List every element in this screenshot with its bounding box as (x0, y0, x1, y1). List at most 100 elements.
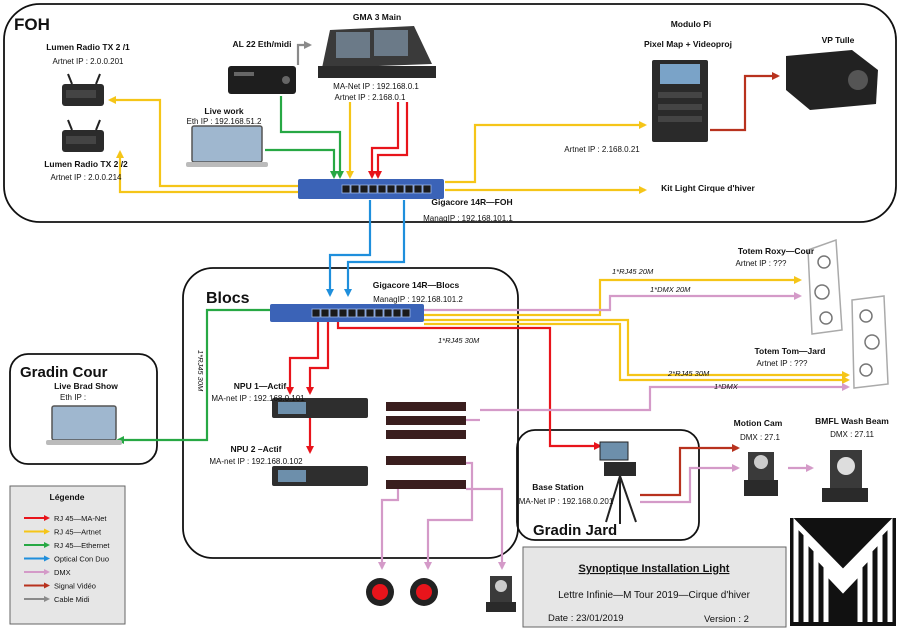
cable-dmx-roxy (424, 292, 802, 312)
cable-dmx-fix3 (466, 487, 506, 570)
fixture-1-icon (366, 578, 394, 606)
cable-dmx-motioncam (640, 464, 740, 504)
al22-interface-icon (228, 66, 296, 94)
zone-foh-label: FOH (14, 15, 50, 34)
vp-projector-icon (786, 50, 878, 110)
zone-foh (3, 3, 897, 223)
bmfl-fixture-icon (822, 450, 868, 502)
zone-gradin-cour-label: Gradin Cour (20, 364, 108, 381)
switch-port (377, 184, 387, 194)
motion-cam-fixture-icon (744, 452, 778, 496)
cable-video-vp (710, 72, 780, 132)
cable-artnet-modulo (445, 121, 647, 184)
switch-port (338, 308, 348, 318)
zone-gradin-jard-label: Gradin Jard (533, 522, 617, 539)
modulo-ip: Artnet IP : 2.168.0.21 (564, 145, 640, 154)
switch-port (374, 308, 384, 318)
modulo-sub: Pixel Map + Videoproj (644, 39, 732, 49)
cable-artnet-lumen1 (108, 96, 298, 188)
gigacore-blocs-switch-icon (270, 304, 424, 322)
switch-port (356, 308, 366, 318)
legend-arrow-icon (44, 569, 50, 575)
switch-port (347, 308, 357, 318)
cable-manet-gma3-a (368, 102, 400, 179)
legend-arrow-icon (44, 528, 50, 535)
livework-name: Live work (204, 106, 243, 116)
legend-label: DMX (54, 568, 71, 577)
legend-label: RJ 45—Ethernet (54, 541, 110, 550)
switch-port (392, 308, 402, 318)
gc-blocs-name: Gigacore 14R—Blocs (373, 280, 460, 290)
legend-label: Optical Con Duo (54, 555, 109, 564)
modulo-name: Modulo Pi (671, 19, 712, 29)
brad-laptop-icon (46, 405, 122, 445)
cable-manet-npu1-b (306, 322, 330, 395)
vp-name: VP Tulle (822, 35, 855, 45)
legend-label: Signal Vidéo (54, 582, 96, 591)
switch-port (422, 184, 432, 194)
brad-ip: Eth IP : (60, 393, 86, 402)
switch-port (341, 184, 351, 194)
motioncam-name: Motion Cam (734, 418, 783, 428)
lumen-radio-1-icon (62, 73, 104, 106)
cable-optical-a (326, 200, 372, 297)
cable-eth-livework (265, 148, 338, 179)
base-name: Base Station (532, 482, 584, 492)
zone-gradin-jard (516, 429, 700, 541)
legend-label: RJ 45—MA-Net (54, 514, 107, 523)
legend-label: RJ 45—Artnet (54, 528, 102, 537)
legend-arrow-icon (44, 596, 50, 602)
title-block-date: Date : 23/01/2019 (548, 613, 624, 624)
motioncam-dmx: DMX : 27.1 (740, 433, 781, 442)
bmfl-dmx: DMX : 27.11 (830, 430, 874, 439)
lumen1-ip: Artnet IP : 2.0.0.201 (52, 57, 124, 66)
gma3-console-icon (318, 26, 436, 78)
cable-manet-npu1-a (286, 322, 320, 395)
legend-box (9, 485, 126, 625)
zone-blocs (182, 267, 519, 559)
dmx-splitter-stack-icon (386, 402, 466, 489)
legend-label: Cable Midi (54, 595, 90, 604)
totem-tom-truss-icon (851, 295, 889, 389)
cable-eth-brad (116, 308, 270, 444)
cable-video-motioncam (640, 444, 740, 497)
npu2-unit-icon (272, 466, 368, 486)
fixture-2-icon (410, 578, 438, 606)
legend-items: RJ 45—MA-Net RJ 45—Artnet RJ 45—EthernetOp… (24, 514, 110, 604)
modulo-pi-rack-icon (652, 60, 708, 142)
tom-ip: Artnet IP : ??? (757, 359, 809, 368)
gc-blocs-ip: ManagIP : 192.168.101.2 (373, 295, 463, 304)
switch-port (329, 308, 339, 318)
switch-port (383, 308, 393, 318)
title-block (522, 546, 787, 628)
zone-blocs-label: Blocs (206, 290, 250, 307)
gma3-name: GMA 3 Main (353, 12, 401, 22)
brad-name: Live Brad Show (54, 381, 118, 391)
npu2-ip: MA-net IP : 192.168.0.102 (209, 457, 303, 466)
lumen-radio-2-icon (62, 119, 104, 152)
switch-port (311, 308, 321, 318)
base-station-icon (599, 441, 637, 524)
kitlight-name: Kit Light Cirque d'hiver (661, 183, 755, 193)
zone-gradin-cour (9, 353, 158, 465)
totem-roxy-truss-icon (807, 238, 843, 335)
cable-manet-gma3-b (374, 102, 409, 179)
roxy-name: Totem Roxy—Cour (738, 246, 815, 256)
npu2-name: NPU 2 –Actif (230, 444, 281, 454)
switch-port (365, 308, 375, 318)
al22-name: AL 22 Eth/midi (233, 39, 292, 49)
livework-laptop-icon (186, 125, 268, 167)
label-1dmx: 1*DMX (714, 382, 739, 391)
switch-port (350, 184, 360, 194)
cable-dmx-fix1 (378, 489, 400, 570)
lumen2-name: Lumen Radio TX 2 /2 (44, 159, 128, 169)
cable-midi-al22 (296, 41, 312, 65)
switch-port (401, 308, 411, 318)
cable-artnet-tom-b (424, 322, 850, 384)
legend-arrow-icon (44, 582, 50, 589)
label-dmx-20m: 1*DMX 20M (650, 285, 691, 294)
legend-title: Légende (50, 492, 85, 502)
gma3-artnet-ip: Artnet IP : 2.168.0.1 (334, 93, 406, 102)
label-2rj45-30m: 2*RJ45 30M (667, 369, 710, 378)
label-rj45-30m: 1*RJ45 30M (438, 336, 480, 345)
